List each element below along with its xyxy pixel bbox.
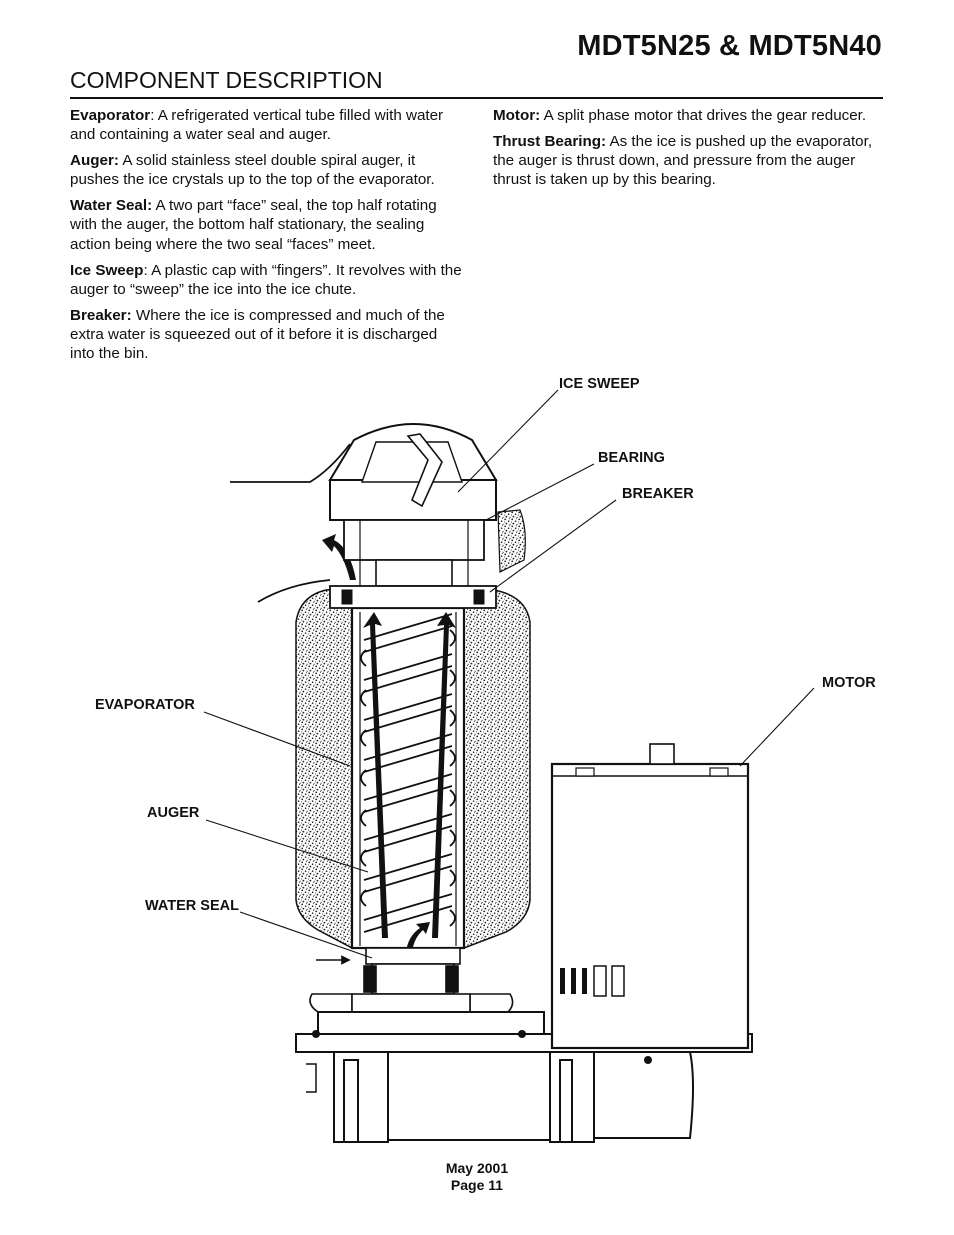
breaker-and-ice-sweep xyxy=(328,423,498,609)
page-footer: May 2001 Page 11 xyxy=(0,1160,954,1194)
evaporator-label: EVAPORATOR xyxy=(95,697,195,713)
definition-text: As the ice is pushed up the evaporator, … xyxy=(493,132,873,189)
thrust-bearing-description: Thrust Bearing: As the ice is pushed up … xyxy=(493,132,888,190)
definition-text: Where the ice is compressed and much of … xyxy=(70,306,445,363)
leader-lines xyxy=(203,389,815,959)
definition-text: A two part “face” seal, the top half rot… xyxy=(70,197,437,253)
definition-term: Motor: xyxy=(493,107,541,124)
water-seal-assembly xyxy=(309,947,514,1013)
section-title: COMPONENT DESCRIPTION xyxy=(70,67,383,93)
water-seal-label: WATER SEAL xyxy=(145,898,239,914)
definition-text: A solid stainless steel double spiral au… xyxy=(70,152,435,189)
evaporator-description: Evaporator: A refrigerated vertical tube… xyxy=(70,107,444,144)
definition-term: Thrust Bearing: xyxy=(493,132,607,150)
definition-term: Breaker: xyxy=(70,306,132,324)
component-diagram: ICE SWEEP BEARING BREAKER MOTOR EVAPORAT… xyxy=(95,376,876,1143)
definition-term: Ice Sweep xyxy=(70,261,144,279)
auger-label: AUGER xyxy=(147,805,200,821)
definition-term: Auger: xyxy=(70,152,119,170)
definition-text: A refrigerated vertical tube filled with… xyxy=(70,107,444,144)
auger-description: Auger: A solid stainless steel double sp… xyxy=(70,151,465,190)
breaker-label: BREAKER xyxy=(622,486,694,502)
drive-motor xyxy=(550,743,750,1050)
ice-sweep-description: Ice Sweep: A plastic cap with “fingers”.… xyxy=(70,261,462,298)
ice-sweep-label: ICE SWEEP xyxy=(559,376,640,392)
evaporator-insulation xyxy=(295,509,531,950)
breaker-description: Breaker: Where the ice is compressed and… xyxy=(70,306,465,364)
definition-term: Water Seal: xyxy=(70,197,153,215)
ice-chute-edges xyxy=(230,443,351,603)
model-title: MDT5N25 & MDT5N40 xyxy=(577,30,882,62)
right-description-column: Motor: A split phase motor that drives t… xyxy=(493,106,888,196)
definition-text: A plastic cap with “fingers”. It revolve… xyxy=(70,261,462,298)
header-rule xyxy=(70,97,883,99)
water-seal-description: Water Seal: A two part “face” seal, the … xyxy=(70,196,465,254)
left-description-column: Evaporator: A refrigerated vertical tube… xyxy=(70,106,465,370)
definition-text: A split phase motor that drives the gear… xyxy=(543,107,867,124)
motor-description: Motor: A split phase motor that drives t… xyxy=(493,106,888,125)
page-number: Page 11 xyxy=(450,1177,504,1193)
motor-label: MOTOR xyxy=(822,675,876,691)
footer-date: May 2001 xyxy=(445,1160,509,1176)
definition-term: Evaporator xyxy=(70,107,151,124)
bearing-label: BEARING xyxy=(598,450,665,466)
